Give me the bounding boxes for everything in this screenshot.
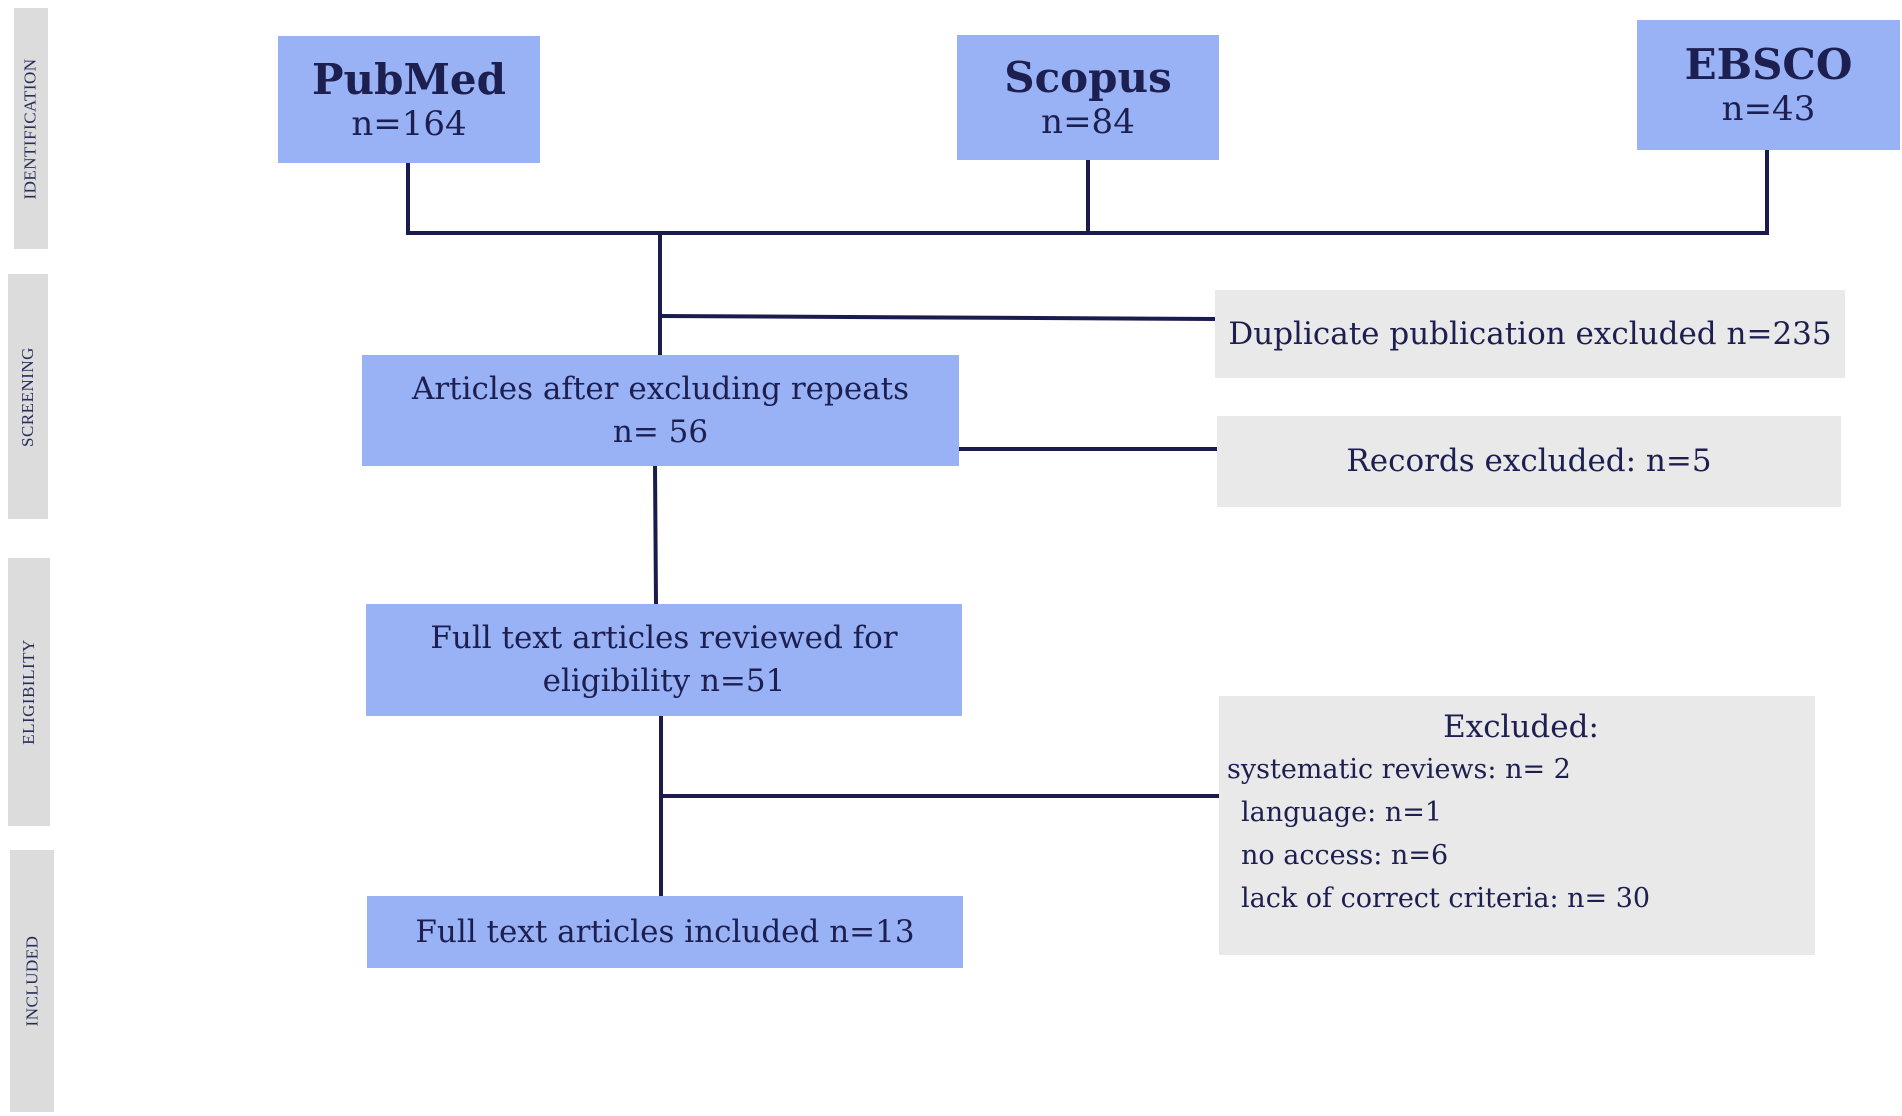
included-box: Full text articles included n=13 <box>367 896 963 968</box>
source-box-ebsco: EBSCO n=43 <box>1637 20 1900 150</box>
full-text-reviewed-count: eligibility n=51 <box>542 663 786 699</box>
source-count-ebsco: n=43 <box>1721 89 1816 129</box>
duplicates-excluded-box: Duplicate publication excluded n=235 <box>1215 290 1845 378</box>
after-repeats-box: Articles after excluding repeats n= 56 <box>362 355 959 466</box>
source-count-scopus: n=84 <box>1041 101 1135 142</box>
included-label: Full text articles included n=13 <box>415 913 915 950</box>
source-name-pubmed: PubMed <box>311 54 507 104</box>
full-text-excluded-title: Excluded: <box>1443 709 1599 745</box>
source-count-pubmed: n=164 <box>351 103 467 144</box>
records-excluded-box: Records excluded: n=5 <box>1217 416 1841 507</box>
exclusion-reason-language: language: n=1 <box>1241 797 1443 828</box>
connector-repeats-down <box>652 463 659 607</box>
stage-bar-eligibility: ELIGIBILITY <box>8 558 50 826</box>
full-text-reviewed-label: Full text articles reviewed for <box>430 620 898 656</box>
after-repeats-count: n= 56 <box>612 413 709 450</box>
exclusion-reason-criteria: lack of correct criteria: n= 30 <box>1241 883 1651 914</box>
full-text-reviewed-box: Full text articles reviewed for eligibil… <box>366 604 962 716</box>
connector-to-duplicates <box>657 313 1218 322</box>
source-box-scopus: Scopus n=84 <box>957 35 1219 160</box>
source-name-scopus: Scopus <box>1004 52 1172 102</box>
records-excluded-label: Records excluded: n=5 <box>1346 443 1712 479</box>
duplicates-excluded-label: Duplicate publication excluded n=235 <box>1228 315 1832 352</box>
source-name-ebsco: EBSCO <box>1684 40 1853 89</box>
full-text-excluded-box: Excluded: systematic reviews: n= 2 langu… <box>1219 696 1815 955</box>
exclusion-reason-no-access: no access: n=6 <box>1241 840 1449 871</box>
after-repeats-label: Articles after excluding repeats <box>411 370 910 407</box>
source-box-pubmed: PubMed n=164 <box>278 36 540 163</box>
stage-bar-identification: IDENTIFICATION <box>14 8 48 249</box>
stage-bar-screening: SCREENING <box>8 274 48 519</box>
stage-bar-included: INCLUDED <box>10 850 54 1112</box>
exclusion-reason-systematic-reviews: systematic reviews: n= 2 <box>1227 754 1571 785</box>
